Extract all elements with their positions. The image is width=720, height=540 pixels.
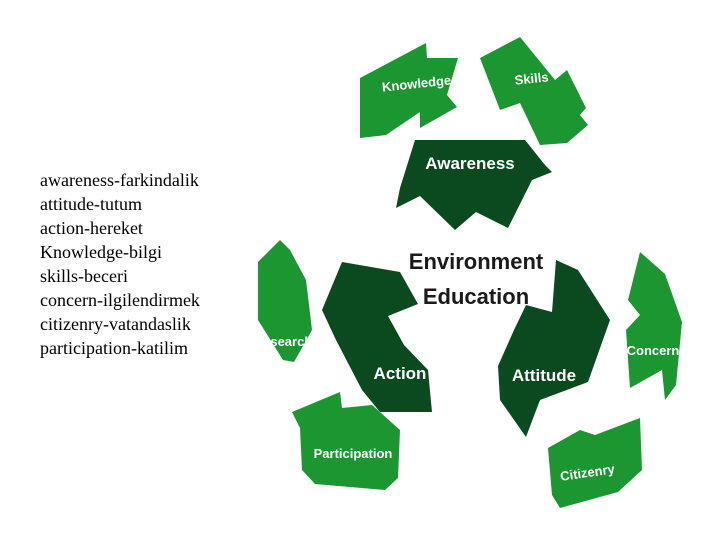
arrow-concern: Concern xyxy=(626,252,682,400)
label-action: Action xyxy=(374,364,427,383)
arrow-awareness: Awareness xyxy=(396,140,552,230)
center-title-line1: Environment xyxy=(409,249,544,274)
label-research: Research xyxy=(254,334,313,349)
arrow-knowledge-shape xyxy=(360,43,458,138)
label-attitude: Attitude xyxy=(512,366,576,385)
glossary-item: action-hereket xyxy=(40,218,143,238)
label-awareness: Awareness xyxy=(425,154,514,173)
center-title-line2: Education xyxy=(423,284,529,309)
arrow-citizenry: Citizenry xyxy=(548,418,642,508)
glossary-item: skills-beceri xyxy=(40,266,128,286)
label-concern: Concern xyxy=(627,343,680,358)
arrow-attitude: Attitude xyxy=(498,260,610,437)
arrow-action-shape xyxy=(322,262,432,412)
glossary-item: Knowledge-bilgi xyxy=(40,242,162,262)
arrow-action: Action xyxy=(322,262,432,412)
label-knowledge: Knowledge xyxy=(381,72,452,94)
label-skills: Skills xyxy=(514,69,549,87)
arrow-research-shape xyxy=(258,240,312,362)
arrow-skills-shape xyxy=(480,37,588,145)
arrow-awareness-shape xyxy=(396,140,552,230)
arrow-knowledge: Knowledge xyxy=(360,43,458,138)
arrow-participation-shape xyxy=(292,392,400,490)
label-participation: Participation xyxy=(314,446,393,461)
arrow-attitude-shape xyxy=(498,260,610,437)
glossary-item: participation-katilim xyxy=(40,338,188,358)
glossary-item: attitude-tutum xyxy=(40,194,142,214)
arrow-research: Research xyxy=(254,240,313,362)
arrow-citizenry-shape xyxy=(548,418,642,508)
arrow-concern-shape xyxy=(626,252,682,400)
glossary-item: citizenry-vatandaslik xyxy=(40,314,191,334)
arrow-participation: Participation xyxy=(292,392,400,490)
arrow-skills: Skills xyxy=(480,37,588,145)
glossary-item: concern-ilgilendirmek xyxy=(40,290,200,310)
glossary-item: awareness-farkindalik xyxy=(40,170,199,190)
glossary-list: awareness-farkindalik attitude-tutum act… xyxy=(40,168,200,360)
